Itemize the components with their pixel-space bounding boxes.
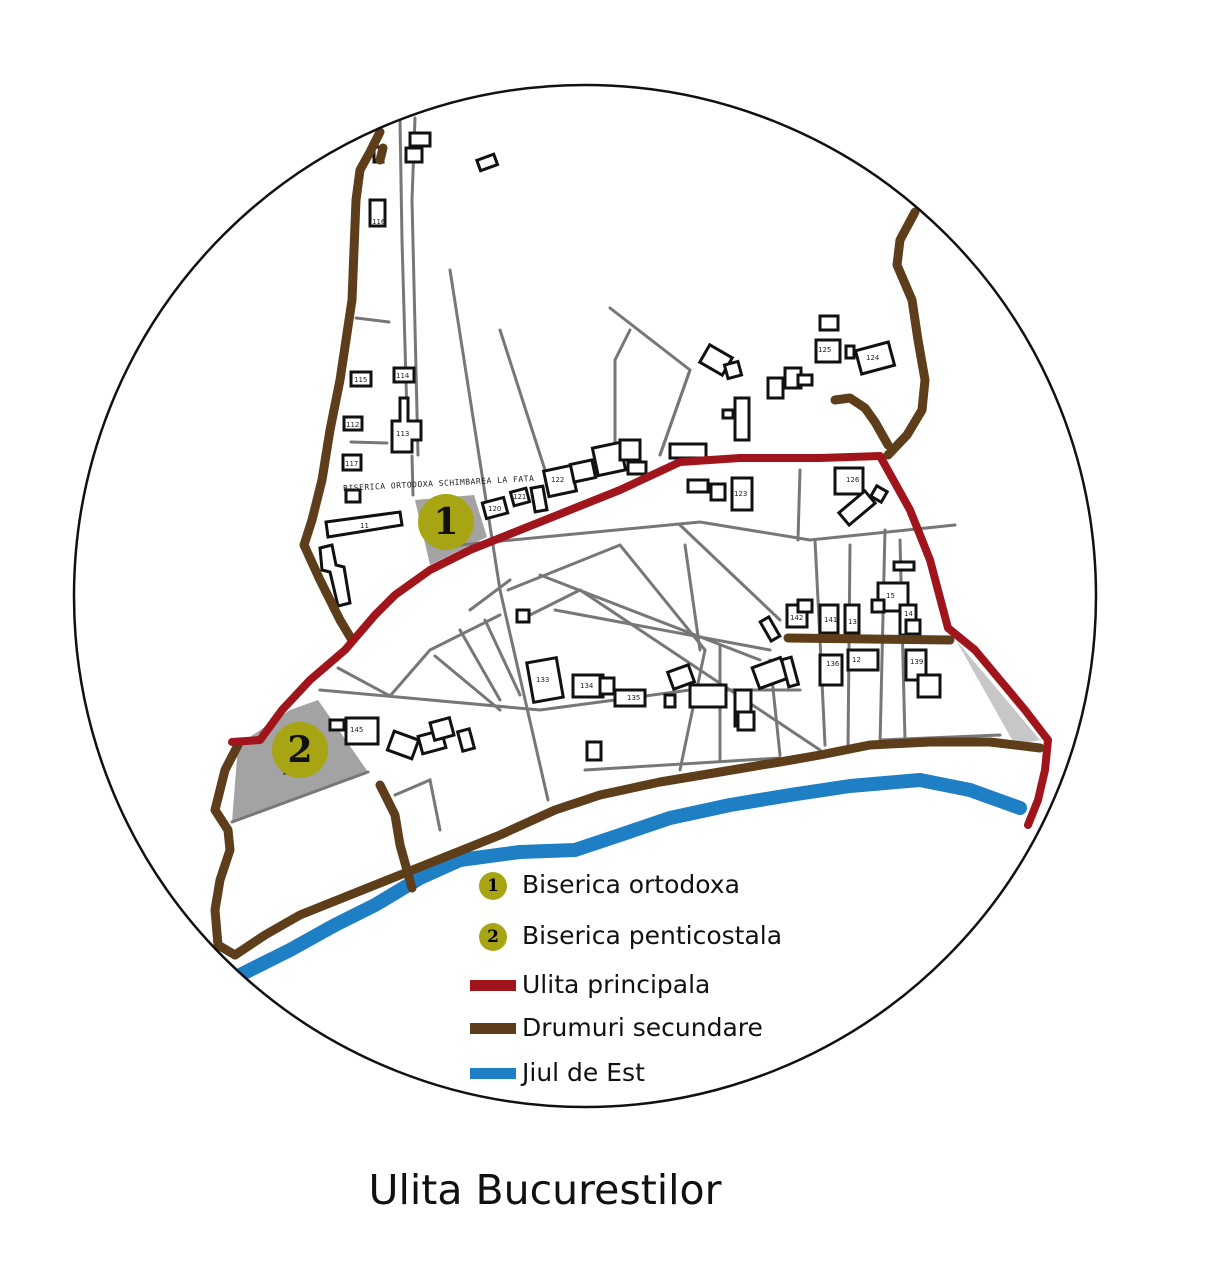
legend-line-river [470,1068,516,1079]
legend-label: Biserica penticostala [522,921,783,950]
river-jiul-de-est [233,773,1027,982]
legend-marker-number: 2 [487,927,499,947]
buildings [283,131,942,775]
plot-triangle-east [956,640,1040,745]
legend-label: Jiul de Est [522,1058,645,1087]
marker-number: 2 [287,729,313,771]
legend-marker-1: 1 [479,872,507,900]
marker-pentecostal-church: 2 [272,722,328,778]
legend-label: Drumuri secundare [522,1013,763,1042]
legend-label: Biserica ortodoxa [522,870,740,899]
legend-label: Ulita principala [522,970,711,999]
secondary-roads [210,127,1045,960]
legend-line-secondary-roads [470,1023,516,1034]
legend-line-main-street [470,980,516,991]
legend-marker-number: 1 [487,876,499,896]
marker-number: 1 [433,501,459,543]
map-frame [72,83,1098,1109]
legend-marker-2: 2 [479,923,507,951]
map-title: Ulita Bucurestilor [368,1166,722,1214]
marker-orthodox-church: 1 [418,494,474,550]
main-street [228,452,1052,829]
